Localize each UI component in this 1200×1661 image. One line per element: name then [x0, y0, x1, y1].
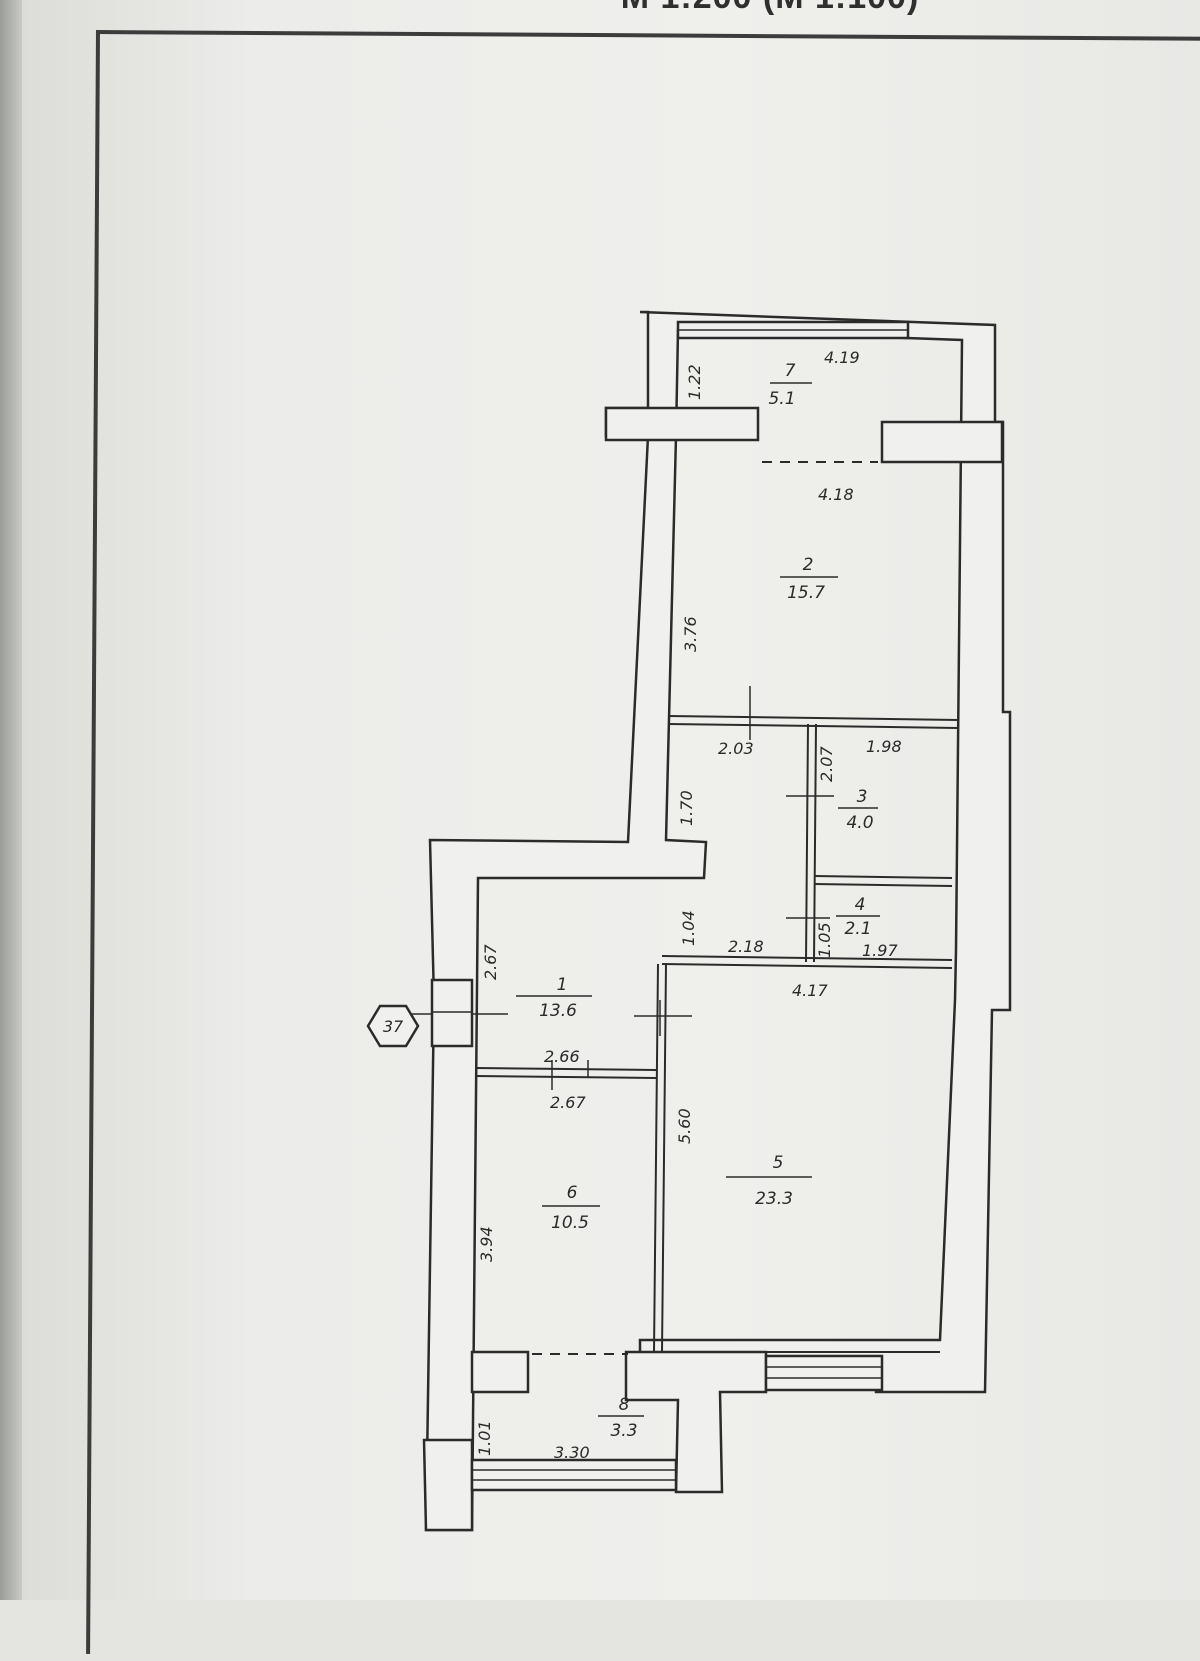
dim-hall-width-bottom: 2.66	[544, 1047, 580, 1066]
wall-balcony-7-right	[880, 420, 1004, 464]
dim-r6-width: 2.67	[550, 1093, 586, 1112]
scale-title: М 1:200 (М 1:100)	[540, 0, 1000, 17]
svg-text:23.3: 23.3	[755, 1189, 793, 1209]
room-3-label: 3 4.0	[838, 787, 878, 833]
room-5-label: 5 23.3	[726, 1153, 812, 1209]
dim-corridor-gap: 1.04	[679, 910, 698, 946]
svg-text:15.7: 15.7	[787, 583, 825, 603]
dim-hall-depth: 2.67	[481, 944, 500, 980]
entrance-marker: 37	[366, 1004, 420, 1048]
room-2-label: 2 15.7	[780, 555, 838, 603]
window-balcony-8	[470, 1458, 678, 1492]
walls	[422, 310, 1012, 1532]
outer-wall-lower-left	[422, 1438, 474, 1532]
dim-r7-depth: 1.22	[685, 364, 704, 400]
dim-r4-width: 1.97	[862, 941, 898, 960]
svg-text:13.6: 13.6	[539, 1001, 577, 1021]
partitions	[475, 715, 959, 1353]
floor-plan: 37 7 5.1 2 15.7 3 4.0 4 2.1 1 13.6	[366, 310, 1012, 1532]
window-hall	[430, 978, 474, 1048]
svg-text:5: 5	[773, 1153, 784, 1173]
svg-text:6: 6	[567, 1183, 578, 1203]
svg-text:7: 7	[785, 361, 796, 381]
windows	[430, 320, 910, 1492]
dim-r4-depth: 1.05	[815, 922, 834, 958]
svg-text:2.1: 2.1	[844, 919, 871, 939]
svg-text:1: 1	[557, 975, 568, 995]
svg-text:4: 4	[855, 895, 866, 915]
dim-r8-width: 3.30	[554, 1443, 590, 1462]
svg-text:3.3: 3.3	[610, 1421, 637, 1441]
svg-text:2: 2	[803, 555, 814, 575]
room-7-label: 7 5.1	[768, 361, 812, 409]
window-room-5	[764, 1354, 884, 1392]
wall-balcony-8-left	[470, 1350, 530, 1394]
room-1-label: 1 13.6	[516, 975, 592, 1021]
dim-r3-width: 1.98	[866, 737, 902, 756]
svg-text:8: 8	[619, 1395, 630, 1415]
room-8-label: 8 3.3	[598, 1395, 644, 1441]
dim-r7-width: 4.19	[824, 348, 860, 367]
inner-wall-spine	[424, 434, 708, 1532]
marker-label: 37	[383, 1017, 404, 1036]
dim-r2-width: 4.18	[818, 485, 854, 504]
dim-r5-depth: 5.60	[675, 1108, 694, 1144]
dimension-labels: 4.19 1.22 4.18 3.76 2.03 1.70 1.98 2.07 …	[475, 348, 902, 1462]
dim-hall-width-top: 2.18	[728, 937, 764, 956]
dim-corridor-width: 2.03	[718, 739, 754, 758]
dim-r8-depth: 1.01	[475, 1420, 494, 1456]
dim-r2-depth: 3.76	[681, 616, 700, 652]
dim-r3-depth: 2.07	[817, 746, 836, 782]
dim-corridor-depth: 1.70	[677, 790, 696, 826]
svg-text:5.1: 5.1	[768, 389, 795, 409]
svg-text:10.5: 10.5	[551, 1213, 589, 1233]
svg-text:3: 3	[857, 787, 868, 807]
svg-text:4.0: 4.0	[846, 813, 873, 833]
wall-balcony-7-left	[604, 406, 760, 442]
room-4-label: 4 2.1	[836, 895, 880, 939]
paper-edge	[0, 0, 22, 1600]
room-labels: 7 5.1 2 15.7 3 4.0 4 2.1 1 13.6 5 23.3	[516, 361, 880, 1441]
room-6-label: 6 10.5	[542, 1183, 600, 1233]
dim-r6-depth: 3.94	[477, 1226, 496, 1262]
hexagon-icon	[366, 1004, 420, 1048]
dim-r5-width: 4.17	[792, 981, 828, 1000]
